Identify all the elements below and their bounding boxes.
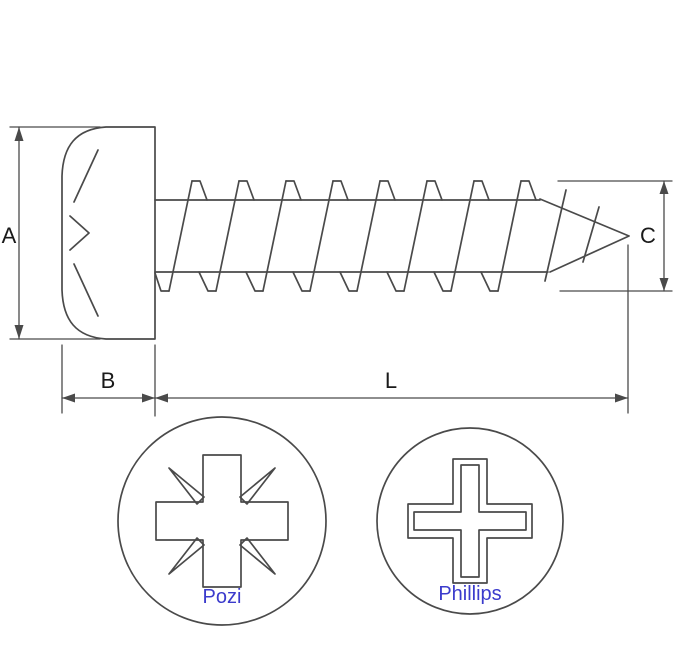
pozi-drive-label: Pozi [203, 586, 242, 608]
thread-bottom-crest-lines [154, 271, 499, 292]
pozi-drive-circle [117, 416, 327, 626]
phillips-cross-recess-outer [407, 458, 533, 584]
thread-diagonal-lines [168, 180, 522, 292]
dimension-c-label: C [640, 223, 656, 248]
dimension-c-arrow-bottom [659, 278, 669, 291]
phillips-drive-view: Phillips [376, 427, 564, 615]
dimension-b-arrow-right [142, 393, 155, 403]
screw-tip-outline [539, 198, 630, 273]
dimension-a-label: A [2, 223, 17, 248]
dimension-a-arrow-bottom [14, 325, 24, 339]
screw-head-recess-lines [69, 149, 99, 317]
dimension-l: L [154, 244, 629, 414]
dimension-a: A [2, 126, 101, 340]
phillips-cross-recess-inner [413, 464, 527, 578]
dimension-a-arrow-top [14, 127, 24, 141]
dimension-l-label: L [385, 368, 397, 393]
pozi-diagonal-ticks [168, 467, 276, 575]
phillips-drive-circle [376, 427, 564, 615]
dimension-c-extension-lines [557, 180, 673, 292]
dimension-a-extension-lines [9, 126, 101, 340]
dimension-l-arrow-left [155, 393, 168, 403]
dimension-l-arrow-right [615, 393, 628, 403]
dimension-c: C [557, 180, 673, 292]
pozi-cross-recess [155, 454, 289, 588]
dimension-b-arrow-left [62, 393, 75, 403]
screw-head-outline [61, 126, 156, 340]
dimension-b: B [61, 344, 156, 417]
thread-top-crest-lines [191, 180, 537, 201]
pozi-drive-view: Pozi [117, 416, 327, 626]
dimension-b-label: B [101, 368, 116, 393]
screw-tip-thread-lines [544, 189, 600, 282]
dimension-c-arrow-top [659, 181, 669, 194]
thread-root-lines [154, 199, 549, 273]
phillips-drive-label: Phillips [438, 583, 501, 605]
dimension-b-extension-lines [61, 344, 156, 417]
screw-side-view [61, 126, 630, 340]
